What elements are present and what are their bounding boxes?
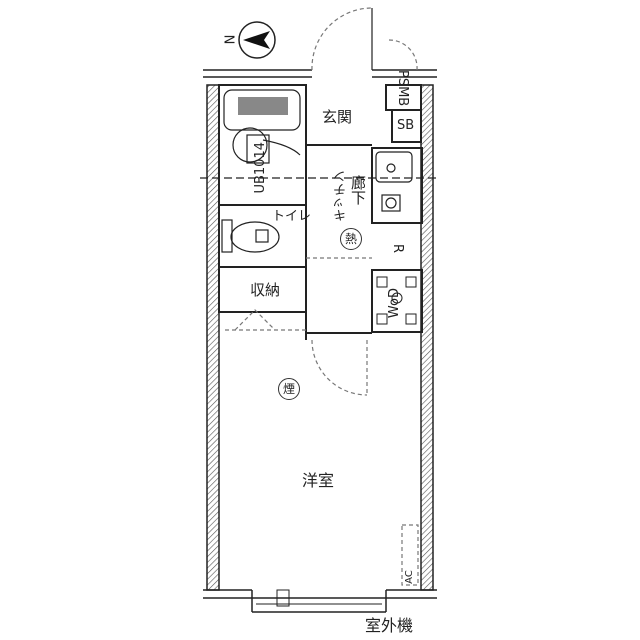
kitchen-sink	[375, 151, 413, 212]
toilet-fixture	[221, 219, 280, 253]
compass-north-label: N	[223, 34, 239, 45]
room-label-storage: 収納	[250, 281, 281, 299]
smoke-detector-symbol: 煙	[278, 378, 300, 400]
room-label-sb: SB	[397, 118, 415, 133]
room-label-hallway: 廊下	[349, 175, 367, 205]
washer-label: WoD	[387, 288, 402, 319]
door-swings	[200, 7, 440, 586]
room-label-western-room: 洋室	[302, 471, 335, 490]
heat-sensor-symbol: 熱	[340, 228, 362, 250]
fridge-label: R	[390, 243, 406, 254]
outdoor-unit-label: 室外機	[365, 616, 414, 635]
bathtub	[223, 89, 301, 164]
washer-pan	[376, 276, 417, 325]
outer-walls	[203, 69, 437, 613]
compass-icon	[238, 21, 276, 59]
window-sash	[256, 589, 382, 607]
room-label-unit-bath: UB1014	[253, 142, 268, 194]
room-label-ps-mb: PSMB	[395, 70, 410, 107]
interior-walls	[218, 84, 423, 340]
room-label-toilet: トイレ	[272, 209, 312, 224]
aircon-label: AC	[403, 570, 415, 584]
room-label-kitchen: キッチン	[334, 170, 349, 222]
room-label-entrance: 玄関	[322, 108, 353, 126]
